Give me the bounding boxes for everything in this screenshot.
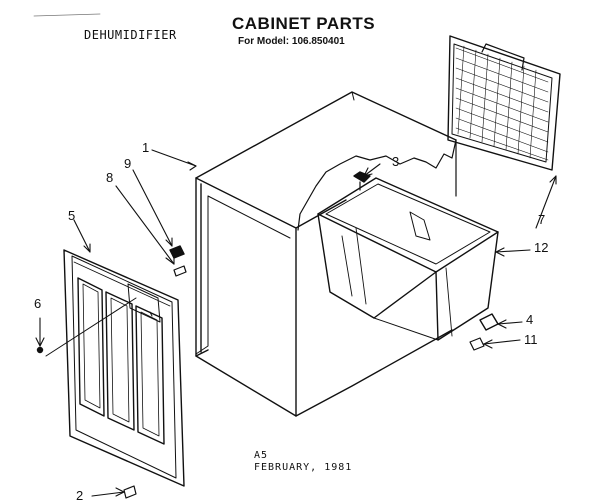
screw-11 [469,337,485,351]
callout-4: 4 [526,312,534,327]
leader-lines [35,149,557,497]
front-grille-panel [63,249,185,487]
footer-code: A5 [254,450,269,461]
bumper-foot [479,313,499,331]
scan-mark [33,13,101,17]
control-knob [169,245,185,259]
model-number: For Model: 106.850401 [238,36,345,47]
callout-5: 5 [68,208,76,223]
screw-8 [173,265,187,277]
callout-6: 6 [34,296,42,311]
callout-7: 7 [538,212,546,227]
callout-3: 3 [392,154,400,169]
callout-8: 8 [106,170,114,185]
callout-2: 2 [76,488,84,503]
appliance-label: DEHUMIDIFIER [84,28,177,42]
retainer-clip-6 [36,346,44,354]
screw-2 [123,485,137,499]
water-bucket [317,177,499,341]
callout-11: 11 [524,332,538,347]
callout-12: 12 [534,240,549,255]
callout-1: 1 [142,140,150,155]
cabinet-shell [195,91,457,417]
air-filter-grille [447,35,561,171]
callout-9: 9 [124,156,132,171]
diagram-title: CABINET PARTS [232,14,376,33]
footer-date: FEBRUARY, 1981 [254,462,353,473]
